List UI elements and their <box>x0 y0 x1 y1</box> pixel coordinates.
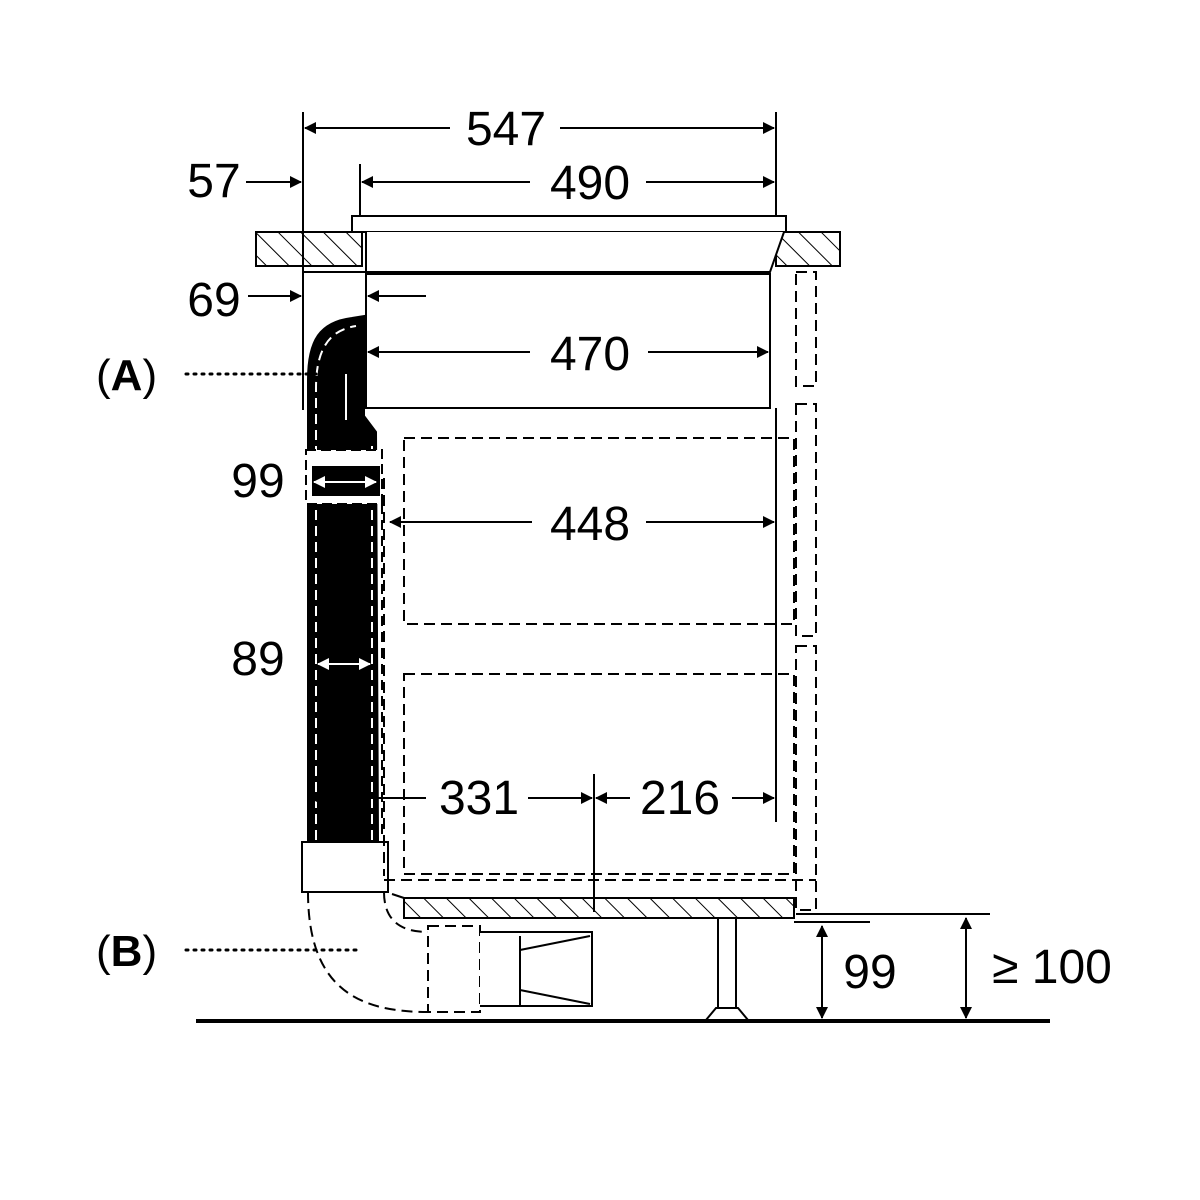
dim-99-duct-label: 99 <box>231 455 284 508</box>
hob-body <box>302 231 785 409</box>
hob-glass-plate <box>351 215 787 233</box>
dim-448-label: 448 <box>550 498 630 551</box>
duct-elbow <box>301 841 481 1013</box>
duct-width-arrows <box>313 476 377 670</box>
callout-b-letter: B <box>111 927 143 976</box>
dim-89-duct-label: 89 <box>231 633 284 686</box>
worktop <box>255 231 841 267</box>
air-duct <box>307 314 380 841</box>
duct-outlet-vent <box>480 931 593 1007</box>
dim-547-label: 547 <box>466 103 546 156</box>
dimension-arrows <box>246 122 972 1019</box>
dim-99-plinth-label: 99 <box>843 946 896 999</box>
plinth <box>391 893 990 923</box>
callout-a-letter: A <box>111 351 143 400</box>
callout-b-open: ( <box>96 927 111 976</box>
callout-a-open: ( <box>96 351 111 400</box>
dim-331-label: 331 <box>439 772 519 825</box>
cabinet-outline <box>383 271 817 911</box>
callout-a-close: ) <box>142 351 157 400</box>
adjustable-foot <box>705 917 749 1021</box>
dim-470-label: 470 <box>550 328 630 381</box>
callout-b-close: ) <box>142 927 157 976</box>
dim-min-100-label: ≥ 100 <box>992 941 1112 994</box>
callout-b-label: (B) <box>96 927 157 976</box>
callout-a-label: (A) <box>96 351 157 400</box>
dim-490-label: 490 <box>550 157 630 210</box>
dim-69-label: 69 <box>187 274 240 327</box>
dim-216-label: 216 <box>640 772 720 825</box>
duct-connector <box>305 449 383 505</box>
extension-lines <box>302 112 777 912</box>
dim-57-label: 57 <box>187 155 240 208</box>
